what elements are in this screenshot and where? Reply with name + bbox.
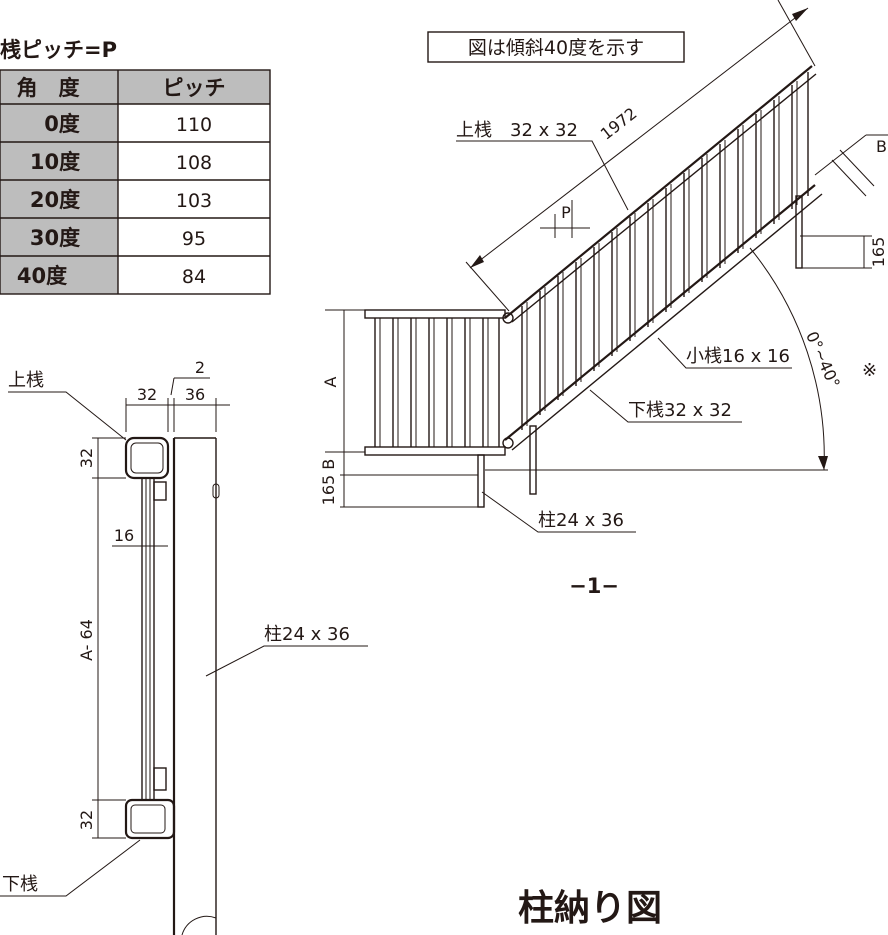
pitch-row-value: 95 — [182, 228, 206, 250]
section-view: 上桟 32 2 36 32 A- 64 — [0, 358, 662, 935]
small-rail-label: 小桟16 x 16 — [686, 346, 790, 367]
section-dim-32-top: 32 — [77, 448, 96, 468]
bottom-rail-label: 下桟32 x 32 — [628, 400, 732, 421]
b-label: B — [876, 137, 887, 156]
section-post-label: 柱24 x 36 — [264, 624, 350, 645]
detail-title: 柱納り図 — [518, 888, 662, 929]
page-number: −1− — [569, 574, 619, 598]
pitch-row-value: 84 — [182, 266, 206, 288]
pitch-row-angle: 30度 — [30, 226, 80, 250]
pitch-row-value: 103 — [176, 190, 212, 212]
asterisk: ※ — [862, 360, 877, 381]
section-dim-32-bottom: 32 — [77, 810, 96, 830]
sloped-balusters — [521, 72, 809, 430]
section-dim-16: 16 — [114, 526, 134, 545]
section-dim-a64: A- 64 — [77, 619, 96, 661]
flat-balusters — [374, 318, 500, 447]
section-dim-32-width: 32 — [137, 385, 157, 404]
height-a-label: A — [321, 376, 340, 387]
pitch-row-angle: 10度 — [30, 150, 80, 174]
pitch-table-header-pitch: ピッチ — [163, 76, 226, 100]
angle-range-label: 0°~40° — [802, 329, 844, 391]
section-dim-2: 2 — [195, 358, 205, 377]
top-rail-label: 上桟 32 x 32 — [456, 120, 578, 141]
pitch-row-angle: 40度 — [17, 264, 67, 288]
section-bottom-rail-label: 下桟 — [2, 874, 38, 895]
pitch-table-header-angle: 角 度 — [17, 76, 80, 100]
side-view: 図は傾斜40度を示す 1972 上桟 32 x 32 P B 165 — [319, 0, 888, 598]
right-165-label: 165 — [869, 237, 888, 268]
pitch-row-angle: 20度 — [30, 188, 80, 212]
angle-note: 図は傾斜40度を示す — [468, 37, 644, 59]
pitch-table-title: 桟ピッチ=P — [0, 38, 117, 62]
left-165b-label: 165 B — [319, 459, 338, 506]
pitch-table: 桟ピッチ=P 角 度 ピッチ 0度 110 10度 108 20度 103 30… — [0, 38, 271, 295]
pitch-row-value: 108 — [176, 152, 212, 174]
pitch-row-value: 110 — [176, 114, 212, 136]
pitch-row-angle: 0度 — [44, 112, 80, 136]
section-dim-36: 36 — [185, 385, 205, 404]
section-top-rail-label: 上桟 — [8, 370, 44, 391]
pitch-label: P — [561, 203, 571, 222]
post-label: 柱24 x 36 — [538, 510, 624, 531]
length-dimension: 1972 — [597, 104, 641, 144]
